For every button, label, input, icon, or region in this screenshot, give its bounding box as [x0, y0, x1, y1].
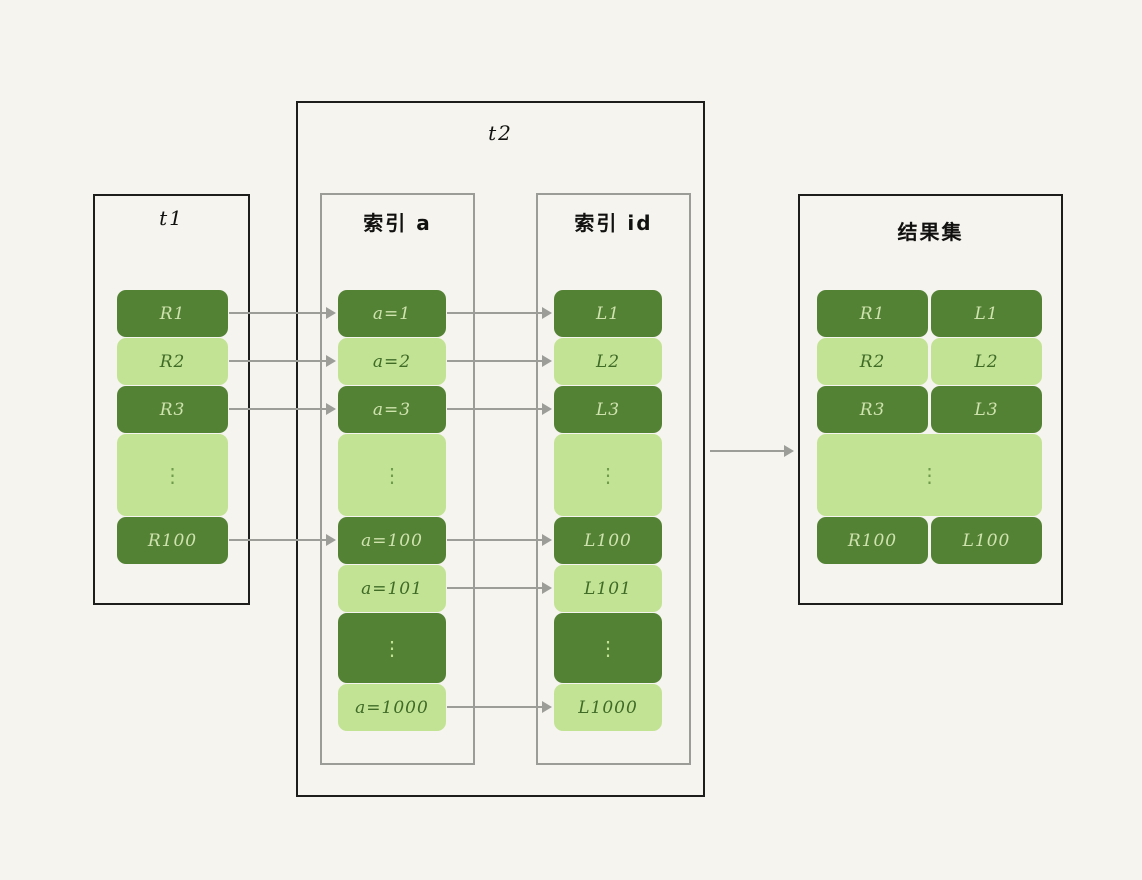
index-a-cell-a2-label: a=2: [372, 351, 412, 372]
connector-r2-to-a2: [229, 360, 328, 362]
result-cell-ellipsis: ⋮: [817, 434, 1042, 516]
result-cell-r2: R2: [817, 338, 928, 385]
index-a-cell-ellipsis-1: ⋮: [338, 434, 446, 516]
connector-a2-to-l2: [447, 360, 544, 362]
t1-cell-r100-label: R100: [147, 530, 198, 551]
index-id-cell-l2-label: L2: [595, 351, 621, 372]
arrowhead-a2-to-l2: [542, 355, 552, 367]
index-a-cell-a3-label: a=3: [372, 399, 412, 420]
index-id-cell-l3: L3: [554, 386, 662, 433]
result-cell-l100-label: L100: [962, 530, 1011, 551]
result-cell-l2: L2: [931, 338, 1042, 385]
index-a-cell-a1-label: a=1: [372, 303, 412, 324]
index-id-cell-l100: L100: [554, 517, 662, 564]
index-a-cell-ellipsis-2: ⋮: [338, 613, 446, 683]
vertical-ellipsis-icon: ⋮: [162, 463, 183, 487]
result-cell-r100-label: R100: [847, 530, 898, 551]
arrowhead-r100-to-a100: [326, 534, 336, 546]
t1-cell-r1: R1: [117, 290, 228, 337]
connector-t2-to-result-set: [710, 450, 786, 452]
index-a-cell-a1000-label: a=1000: [355, 697, 429, 718]
result-cell-r1-label: R1: [859, 303, 886, 324]
result-cell-r2-label: R2: [859, 351, 886, 372]
result-cell-l2-label: L2: [974, 351, 999, 372]
connector-a101-to-l101: [447, 587, 544, 589]
t1-cell-r2: R2: [117, 338, 228, 385]
result-set-title: 结果集: [897, 220, 964, 244]
index-a-cell-a3: a=3: [338, 386, 446, 433]
arrowhead-a101-to-l101: [542, 582, 552, 594]
connector-a100-to-l100: [447, 539, 544, 541]
t1-cell-ellipsis: ⋮: [117, 434, 228, 516]
connector-r1-to-a1: [229, 312, 328, 314]
index-id-cell-l2: L2: [554, 338, 662, 385]
t1-cell-r3: R3: [117, 386, 228, 433]
vertical-ellipsis-icon: ⋮: [919, 463, 940, 487]
vertical-ellipsis-icon: ⋮: [598, 636, 618, 660]
index-id-cell-l101-label: L101: [584, 578, 632, 599]
vertical-ellipsis-icon: ⋮: [382, 636, 402, 660]
result-cell-l1-label: L1: [974, 303, 999, 324]
arrowhead-r2-to-a2: [326, 355, 336, 367]
index-a-cell-a101: a=101: [338, 565, 446, 612]
connector-a3-to-l3: [447, 408, 544, 410]
index-a-cell-a1000: a=1000: [338, 684, 446, 731]
index-a-cell-a2: a=2: [338, 338, 446, 385]
connector-a1-to-l1: [447, 312, 544, 314]
result-cell-r100: R100: [817, 517, 928, 564]
index-a-cell-a101-label: a=101: [361, 578, 423, 599]
index-id-cell-ellipsis-1: ⋮: [554, 434, 662, 516]
arrowhead-a3-to-l3: [542, 403, 552, 415]
arrowhead-r1-to-a1: [326, 307, 336, 319]
index-id-cell-l101: L101: [554, 565, 662, 612]
result-cell-l3-label: L3: [974, 399, 999, 420]
index-id-cell-l3-label: L3: [595, 399, 621, 420]
arrowhead-r3-to-a3: [326, 403, 336, 415]
index-a-cell-a100: a=100: [338, 517, 446, 564]
index-id-cell-l1000: L1000: [554, 684, 662, 731]
result-cell-r3-label: R3: [859, 399, 886, 420]
arrowhead-a1-to-l1: [542, 307, 552, 319]
connector-r3-to-a3: [229, 408, 328, 410]
index-id-cell-l100-label: L100: [584, 530, 632, 551]
index-id-title: 索引 id: [574, 211, 653, 235]
result-cell-r3: R3: [817, 386, 928, 433]
result-cell-l3: L3: [931, 386, 1042, 433]
index-id-cell-ellipsis-2: ⋮: [554, 613, 662, 683]
result-cell-r1: R1: [817, 290, 928, 337]
t1-cell-r100: R100: [117, 517, 228, 564]
vertical-ellipsis-icon: ⋮: [598, 463, 618, 487]
arrowhead-a100-to-l100: [542, 534, 552, 546]
t1-cell-r1-label: R1: [159, 303, 186, 324]
vertical-ellipsis-icon: ⋮: [382, 463, 402, 487]
connector-a1000-to-l1000: [447, 706, 544, 708]
index-a-cell-a100-label: a=100: [361, 530, 423, 551]
result-cell-l100: L100: [931, 517, 1042, 564]
t1-cell-r2-label: R2: [159, 351, 186, 372]
t2-title: t2: [488, 121, 513, 145]
connector-r100-to-a100: [229, 539, 328, 541]
arrowhead-a1000-to-l1000: [542, 701, 552, 713]
index-id-cell-l1000-label: L1000: [578, 697, 638, 718]
t1-cell-r3-label: R3: [159, 399, 186, 420]
index-id-cell-l1-label: L1: [595, 303, 621, 324]
index-a-title: 索引 a: [363, 211, 432, 235]
t1-title: t1: [159, 206, 184, 230]
index-a-cell-a1: a=1: [338, 290, 446, 337]
result-cell-l1: L1: [931, 290, 1042, 337]
arrowhead-t2-to-result-set: [784, 445, 794, 457]
index-id-cell-l1: L1: [554, 290, 662, 337]
